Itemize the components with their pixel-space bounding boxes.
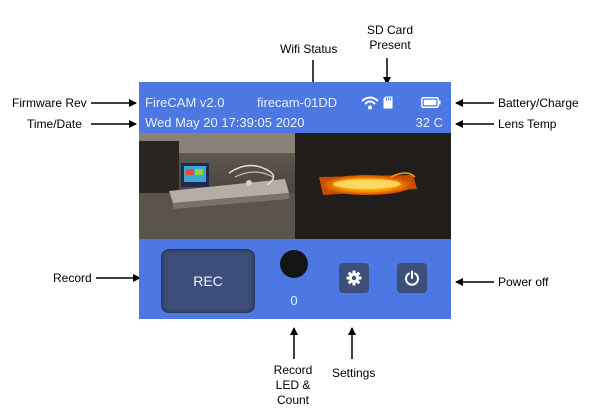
annotation-battery-charge: Battery/Charge — [498, 96, 579, 110]
annotation-record-led-line1: Record — [273, 363, 313, 377]
date-time: Wed May 20 17:39:05 2020 — [145, 115, 305, 130]
annotation-record: Record — [53, 271, 92, 285]
record-button-label: REC — [193, 273, 223, 289]
annotation-wifi-status: Wifi Status — [280, 42, 338, 56]
camera-preview — [139, 133, 451, 239]
lens-temperature: 32 C — [415, 115, 443, 130]
annotation-record-led-line2: LED & — [275, 378, 311, 392]
sd-card-icon — [383, 96, 393, 109]
annotation-sd-card-line1: SD Card — [366, 23, 413, 37]
annotation-sd-card-line2: Present — [369, 38, 411, 52]
thermal-camera-view — [295, 133, 451, 239]
annotation-record-led-line3: Count — [276, 393, 310, 407]
device-screen: FireCAM v2.0 firecam-01DD Wed May 20 17:… — [139, 82, 451, 319]
battery-icon — [421, 97, 441, 108]
record-button[interactable]: REC — [161, 249, 255, 313]
visible-camera-view — [139, 133, 295, 239]
annotation-settings: Settings — [332, 366, 376, 380]
settings-button[interactable] — [339, 263, 369, 293]
annotation-power-off: Power off — [498, 275, 549, 289]
firmware-version: FireCAM v2.0 — [145, 95, 225, 110]
annotation-time-date: Time/Date — [27, 117, 82, 131]
control-bar: REC 0 — [139, 239, 451, 319]
power-button[interactable] — [397, 263, 427, 293]
power-icon — [405, 270, 419, 286]
record-count: 0 — [290, 293, 298, 308]
record-led — [280, 250, 308, 278]
hostname: firecam-01DD — [257, 95, 338, 110]
wifi-icon — [361, 96, 379, 110]
gear-icon — [346, 270, 362, 286]
annotation-firmware-rev: Firmware Rev — [12, 96, 87, 110]
annotation-sd-card: SD Card Present — [362, 23, 418, 53]
annotation-lens-temp: Lens Temp — [498, 117, 557, 131]
annotation-record-led: Record LED & Count — [268, 363, 318, 408]
